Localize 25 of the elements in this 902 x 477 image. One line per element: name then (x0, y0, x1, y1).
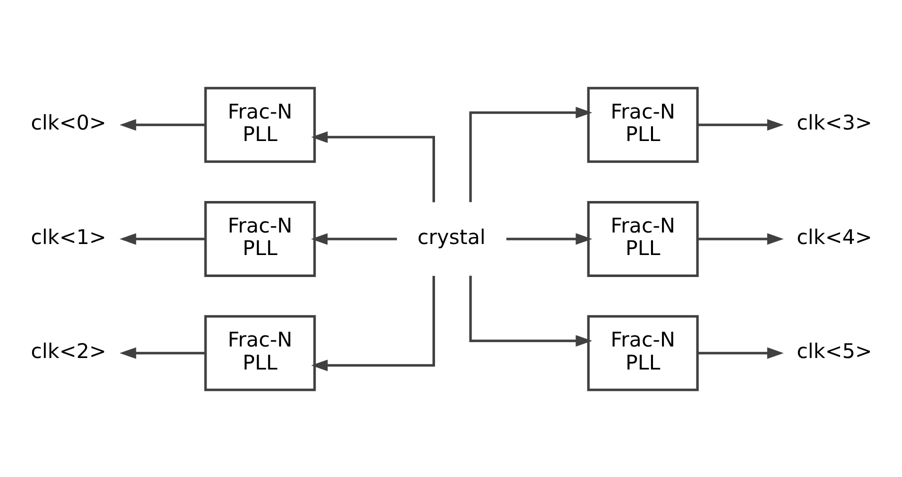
node-box: Frac-N PLL (204, 86, 316, 162)
arrow (310, 130, 435, 202)
arrow (468, 275, 592, 346)
node-box: Frac-N PLL (586, 86, 698, 162)
node-box: Frac-N PLL (204, 200, 316, 277)
arrow (310, 275, 435, 371)
arrow (119, 232, 205, 244)
arrow (506, 232, 592, 244)
arrow (697, 232, 784, 244)
node-box: Frac-N PLL (586, 200, 698, 277)
node-text: clk<3> (796, 110, 872, 134)
arrow (697, 346, 784, 358)
node-text: clk<5> (796, 338, 872, 362)
node-text: clk<4> (796, 224, 872, 248)
arrow (468, 106, 592, 202)
arrow (310, 232, 396, 244)
node-box: Frac-N PLL (204, 314, 316, 391)
arrow (119, 346, 205, 358)
node-text: crystal (416, 224, 486, 248)
node-text: clk<1> (30, 224, 106, 248)
arrow (119, 118, 205, 130)
node-box: Frac-N PLL (586, 314, 698, 391)
node-text: clk<0> (30, 110, 106, 134)
arrow (697, 118, 784, 130)
node-text: clk<2> (30, 338, 106, 362)
